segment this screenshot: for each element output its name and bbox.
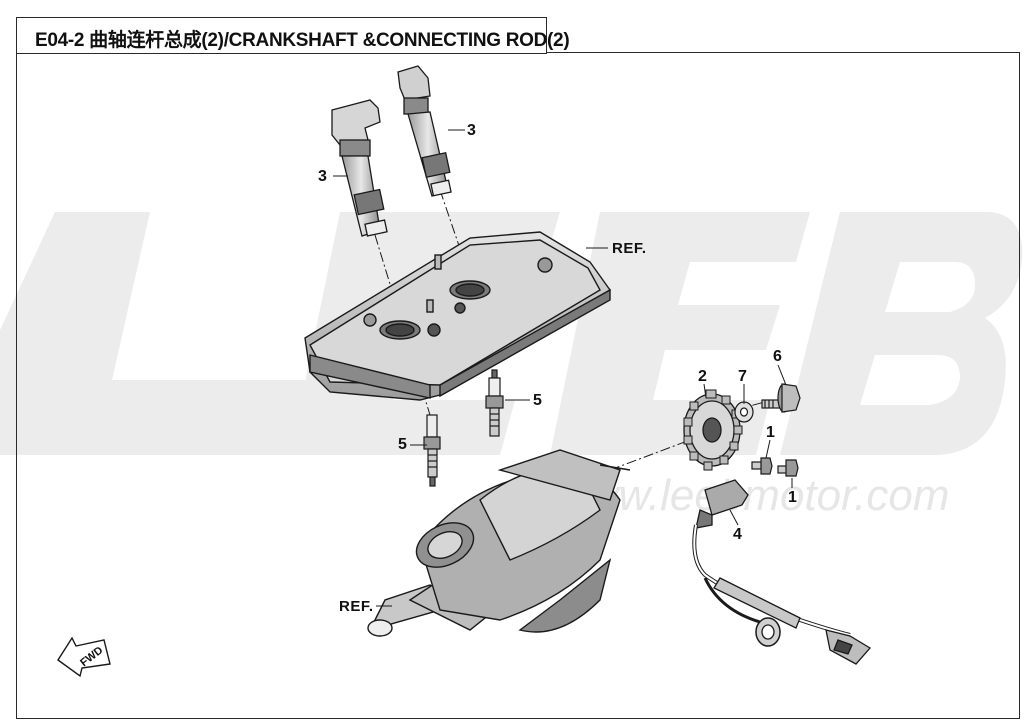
washer [734, 401, 754, 423]
callout-bolt: 6 [773, 348, 782, 365]
leader-lines [333, 129, 793, 607]
spark-plug-left [423, 414, 441, 487]
page-title: E04-2 曲轴连杆总成(2)/CRANKSHAFT &CONNECTING R… [35, 30, 570, 51]
spark-plug-right [485, 369, 504, 437]
screw-upper [751, 457, 773, 475]
fwd-arrow-icon: FWD [57, 636, 111, 678]
callout-screw-upper: 1 [766, 424, 775, 441]
callout-ref-cover: REF. [612, 240, 647, 257]
screw-lower [777, 459, 799, 477]
timing-gear [683, 389, 743, 471]
callout-ref-crank: REF. [339, 598, 374, 615]
callout-screw-lower: 1 [788, 489, 797, 506]
callout-plug-right: 5 [533, 392, 542, 409]
callout-gear: 2 [698, 368, 707, 385]
ignition-coil-left [331, 99, 388, 237]
crankshaft [367, 449, 631, 637]
callout-coil-left: 3 [318, 168, 327, 185]
title-box: E04-2 曲轴连杆总成(2)/CRANKSHAFT &CONNECTING R… [16, 17, 570, 54]
ignition-coil-right [397, 65, 452, 197]
callout-washer: 7 [738, 368, 747, 385]
callout-plug-left: 5 [398, 436, 407, 453]
callout-coil-right: 3 [467, 122, 476, 139]
cylinder-head-cover [304, 231, 612, 401]
crank-position-sensor [692, 479, 872, 665]
flange-bolt [761, 383, 801, 413]
callout-sensor: 4 [733, 526, 742, 543]
